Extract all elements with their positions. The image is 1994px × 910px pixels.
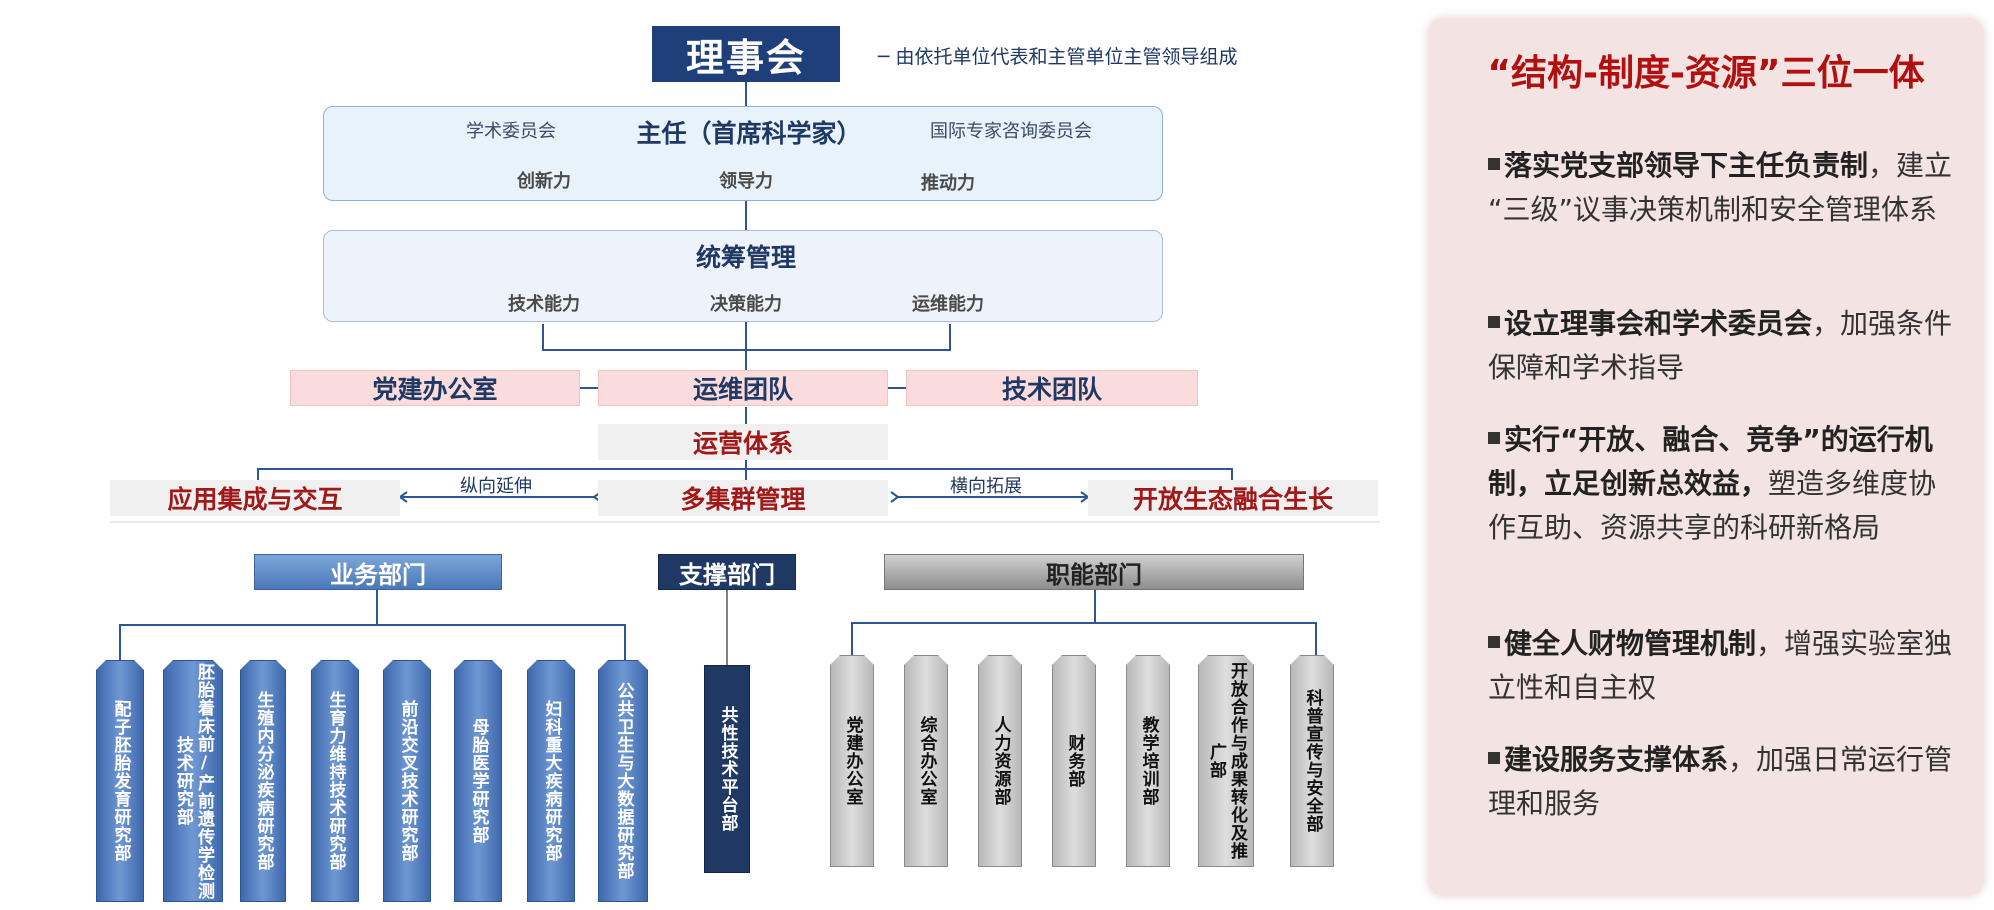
ability-decision: 决策能力 (710, 294, 782, 315)
tech-team-box: 技术团队 (906, 370, 1198, 406)
bullet-2-rest: ，加强条件保障和学术指导 (1488, 307, 1953, 384)
bullet-5-rest: ，加强日常运行管理和服务 (1488, 743, 1953, 820)
ability-leadership: 领导力 (719, 171, 773, 192)
academic-committee-label: 学术委员会 (466, 121, 556, 142)
bullet-1-rest: ，建立 “三级”议事决策机制和安全管理体系 (1488, 149, 1953, 226)
functional-dept-5: 教学培训部 (1126, 655, 1170, 867)
bullet-4-rest: ，增强实验室独立性和自主权 (1488, 627, 1953, 704)
business-dept-6: 母胎医学研究部 (454, 660, 502, 902)
business-dept-1: 配子胚胎发育研究部 (96, 660, 144, 902)
bullet-3-bold: 实行“开放、融合、竞争”的运行机制，立足创新总效益， (1488, 423, 1933, 500)
functional-dept-1: 党建办公室 (830, 655, 874, 867)
support-dept-1: 共性技术平台部 (704, 665, 750, 873)
app-integration-box: 应用集成与交互 (110, 480, 400, 516)
bullet-5-bold: 建设服务支撑体系 (1504, 743, 1729, 776)
bullet-square-icon (1488, 158, 1500, 170)
vertical-extend-label: 纵向延伸 (460, 476, 532, 497)
functional-dept-header: 职能部门 (884, 554, 1304, 590)
bullet-4: 健全人财物管理机制，增强实验室独立性和自主权 (1488, 622, 1958, 710)
business-dept-2: 胚胎着床前/产前遗传学检测技术研究部 (163, 660, 223, 902)
bullet-2-bold: 设立理事会和学术委员会 (1504, 307, 1813, 340)
bullet-3-rest: 塑造多维度协作互助、资源共享的科研新格局 (1488, 467, 1937, 544)
ability-operations: 运维能力 (912, 294, 984, 315)
bullet-5: 建设服务支撑体系，加强日常运行管理和服务 (1488, 738, 1958, 826)
bullet-square-icon (1488, 432, 1500, 444)
bullet-1: 落实党支部领导下主任负责制，建立 “三级”议事决策机制和安全管理体系 (1488, 144, 1958, 232)
bullet-4-bold: 健全人财物管理机制 (1504, 627, 1757, 660)
ability-technical: 技术能力 (508, 294, 580, 315)
multi-cluster-box: 多集群管理 (598, 480, 888, 516)
business-dept-3: 生殖内分泌疾病研究部 (240, 660, 286, 902)
functional-dept-4: 财务部 (1052, 655, 1096, 867)
coordination-panel (323, 230, 1163, 322)
functional-dept-3: 人力资源部 (978, 655, 1022, 867)
business-dept-8: 公共卫生与大数据研究部 (598, 660, 648, 902)
open-ecosystem-box: 开放生态融合生长 (1088, 480, 1378, 516)
horizontal-expand-label: 横向拓展 (950, 476, 1022, 497)
board-box: 理事会 (652, 26, 840, 82)
bullet-1-bold: 落实党支部领导下主任负责制 (1504, 149, 1869, 182)
support-dept-header: 支撑部门 (658, 554, 796, 590)
right-summary-panel (1428, 18, 1984, 896)
bullet-square-icon (1488, 752, 1500, 764)
board-note: ─ 由依托单位代表和主管单位主管领导组成 (878, 46, 1238, 68)
ops-system-box: 运营体系 (598, 424, 888, 460)
ops-team-box: 运维团队 (598, 370, 888, 406)
bullet-square-icon (1488, 316, 1500, 328)
bullet-3: 实行“开放、融合、竞争”的运行机制，立足创新总效益，塑造多维度协作互助、资源共享… (1488, 418, 1958, 550)
party-office-box: 党建办公室 (290, 370, 580, 406)
functional-dept-2: 综合办公室 (904, 655, 948, 867)
ability-drive: 推动力 (921, 173, 975, 194)
coordination-title: 统筹管理 (695, 243, 796, 272)
functional-dept-7: 科普宣传与安全部 (1290, 655, 1334, 867)
board-note-text: 由依托单位代表和主管单位主管领导组成 (895, 46, 1238, 68)
ability-innovation: 创新力 (517, 171, 571, 192)
functional-dept-6: 开放合作与成果转化及推广部 (1198, 655, 1254, 867)
bullet-square-icon (1488, 636, 1500, 648)
business-dept-5: 前沿交叉技术研究部 (383, 660, 431, 902)
business-dept-7: 妇科重大疾病研究部 (527, 660, 575, 902)
intl-advisory-label: 国际专家咨询委员会 (930, 121, 1092, 142)
business-dept-4: 生育力维持技术研究部 (311, 660, 359, 902)
bullet-2: 设立理事会和学术委员会，加强条件保障和学术指导 (1488, 302, 1958, 390)
business-dept-header: 业务部门 (254, 554, 502, 590)
director-panel (323, 106, 1163, 201)
right-panel-title: “结构-制度-资源”三位一体 (1487, 53, 1925, 94)
director-title: 主任（首席科学家） (636, 119, 862, 148)
